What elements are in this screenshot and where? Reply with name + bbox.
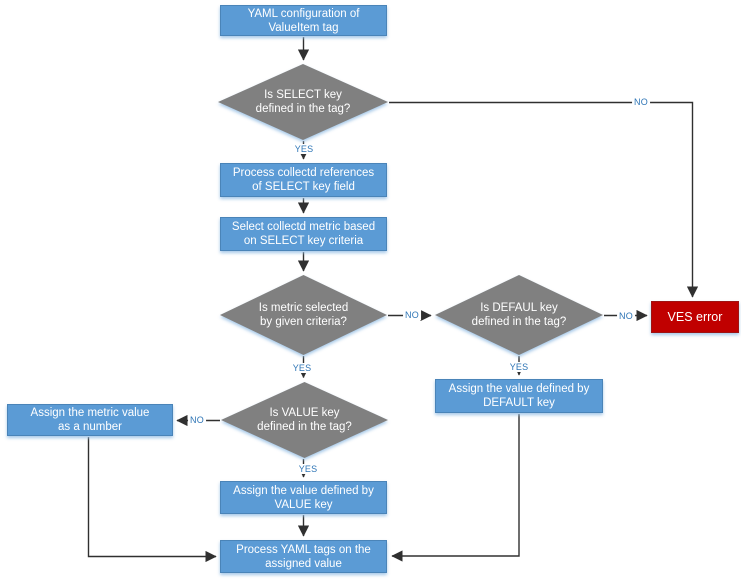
start-node-label: YAML configuration of ValueItem tag [247,7,360,34]
assign-default-node: Assign the value defined by DEFAULT key [435,379,603,413]
value-yes-label: YES [296,464,320,474]
select-yes-label: YES [292,144,316,154]
value-no-label: NO [188,415,206,425]
select-metric-node: Select collectd metric based on SELECT k… [220,217,387,251]
assign-value-node: Assign the value defined by VALUE key [220,481,387,514]
metric-selected-decision-label: Is metric selected by given criteria? [258,302,349,328]
select-metric-label: Select collectd metric based on SELECT k… [231,221,376,247]
process-tags-node: Process YAML tags on the assigned value [220,540,387,573]
select-key-decision: Is SELECT key defined in the tag? [218,64,388,140]
edge-select-no-to-ves [389,101,699,298]
metric-selected-decision: Is metric selected by given criteria? [220,275,387,355]
process-references-label: Process collectd references of SELECT ke… [232,167,375,193]
select-key-decision-label: Is SELECT key defined in the tag? [255,89,351,115]
metric-no-label: NO [403,310,421,320]
default-key-decision-label: Is DEFAUL key defined in the tag? [471,302,567,328]
default-key-decision: Is DEFAUL key defined in the tag? [435,275,603,355]
metric-yes-label: YES [290,363,314,373]
assign-number-node: Assign the metric value as a number [7,404,173,436]
process-tags-label: Process YAML tags on the assigned value [236,543,371,570]
process-references-node: Process collectd references of SELECT ke… [220,163,387,197]
edge-assignnumber-to-processtags [87,437,217,563]
value-key-decision-label: Is VALUE key defined in the tag? [257,407,352,433]
assign-number-label: Assign the metric value as a number [30,407,150,433]
select-no-label: NO [632,97,650,107]
ves-error-label: VES error [667,310,723,324]
ves-error-node: VES error [651,301,739,333]
default-yes-label: YES [507,362,531,372]
default-no-label: NO [617,311,635,321]
edge-assigndefault-to-processtags [391,414,520,562]
assign-default-label: Assign the value defined by DEFAULT key [448,383,590,409]
assign-value-label: Assign the value defined by VALUE key [233,484,374,511]
start-node: YAML configuration of ValueItem tag [220,5,387,36]
value-key-decision: Is VALUE key defined in the tag? [221,382,388,458]
